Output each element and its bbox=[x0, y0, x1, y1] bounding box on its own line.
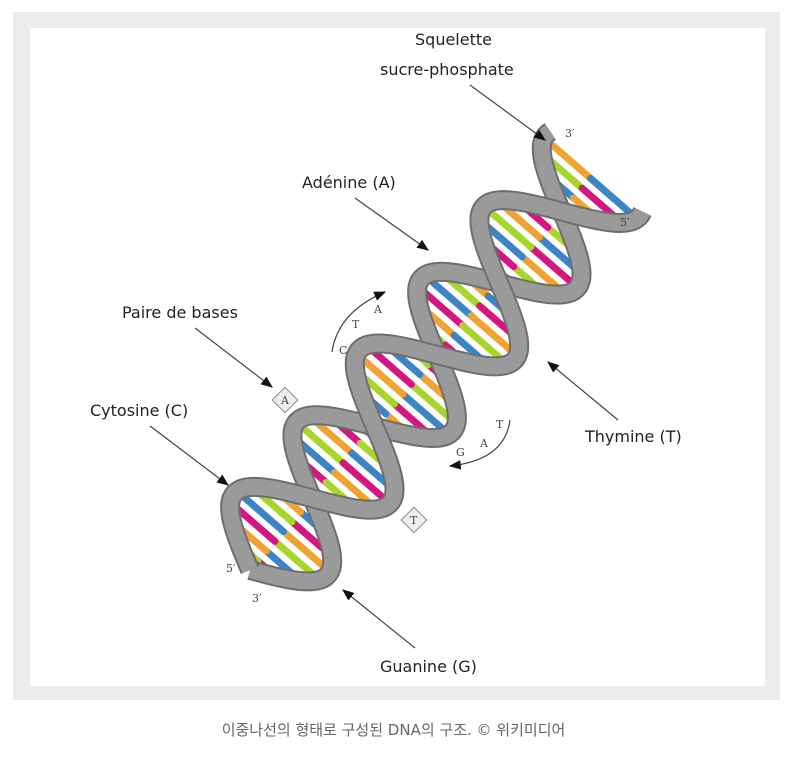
base-pair-segment bbox=[339, 459, 394, 508]
base-pair-arrow bbox=[194, 327, 273, 388]
backbone-strand-1 bbox=[247, 124, 590, 590]
base-pair-segment bbox=[480, 202, 535, 251]
double-helix bbox=[220, 123, 652, 592]
adenine-label: Adénine (A) bbox=[302, 173, 396, 192]
cytosine-arrow bbox=[149, 425, 229, 486]
base-pair-segment bbox=[527, 243, 582, 292]
adenine-arrow bbox=[354, 197, 429, 251]
thymine-label: Thymine (T) bbox=[584, 427, 682, 446]
cytosine-label: Cytosine (C) bbox=[90, 401, 188, 420]
seq-top-1: C bbox=[339, 344, 347, 357]
pair-box-right: T bbox=[400, 506, 428, 534]
backbone-arrow bbox=[469, 84, 546, 141]
guanine-arrow bbox=[342, 589, 416, 649]
backbone-label-2: sucre-phosphate bbox=[380, 60, 514, 79]
end-bottom-3prime: 3′ bbox=[252, 592, 262, 605]
end-top-3prime: 3′ bbox=[565, 127, 575, 140]
svg-text:T: T bbox=[410, 514, 418, 527]
sequence-arc-top bbox=[331, 291, 387, 353]
seq-bottom-2: A bbox=[479, 437, 489, 450]
sequence-arc-bottom bbox=[448, 419, 511, 470]
backbone-strand-2 bbox=[222, 192, 650, 574]
svg-text:A: A bbox=[280, 394, 290, 407]
figure-caption: 이중나선의 형태로 구성된 DNA의 구조. © 위키미디어 bbox=[221, 721, 566, 739]
seq-bottom-3: G bbox=[456, 446, 465, 459]
guanine-label: Guanine (G) bbox=[380, 657, 477, 676]
end-top-5prime: 5′ bbox=[620, 216, 630, 229]
base-pair-label: Paire de bases bbox=[122, 303, 238, 322]
backbone-label-1: Squelette bbox=[415, 30, 492, 49]
seq-bottom-1: T bbox=[496, 418, 504, 431]
base-pair-segment bbox=[292, 418, 347, 467]
end-bottom-5prime: 5′ bbox=[226, 562, 236, 575]
seq-top-2: T bbox=[352, 318, 360, 331]
pair-box-left: A bbox=[271, 386, 299, 414]
seq-top-3: A bbox=[373, 303, 383, 316]
thymine-arrow bbox=[547, 361, 619, 421]
